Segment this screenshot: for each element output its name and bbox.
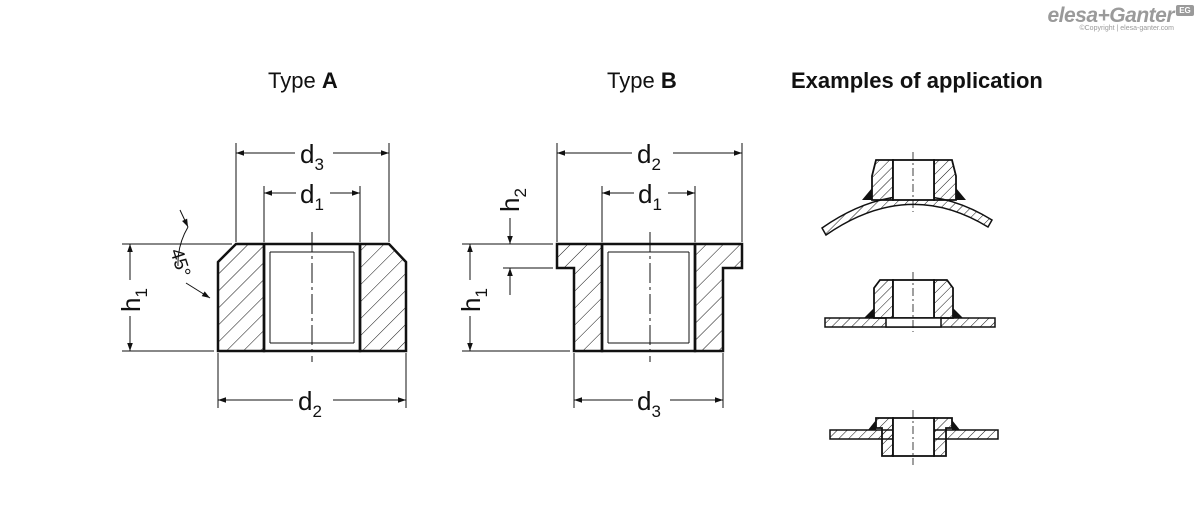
type-b-letter: B [660, 68, 677, 93]
type-b-title: Type B [607, 68, 677, 94]
type-b-d2-label: d2 [637, 139, 661, 174]
type-a-h1-label: h1 [116, 288, 151, 312]
brand-badge: EG [1176, 5, 1194, 16]
type-a-letter: A [321, 68, 338, 93]
type-b-drawing: d2 d1 d3 h2 h1 [456, 139, 744, 421]
brand-copyright: ©Copyright | elesa-ganter.com [1079, 25, 1174, 32]
application-example-curved [821, 152, 994, 237]
type-a-d3-label: d3 [300, 139, 324, 174]
type-b-h2-label: h2 [495, 188, 530, 212]
application-example-flat-a [824, 272, 996, 332]
type-b-h1-label: h1 [456, 288, 491, 312]
brand-logo: elesa+Ganter ©Copyright | elesa-ganter.c… [1047, 4, 1194, 32]
type-a-prefix: Type [268, 68, 316, 93]
type-a-title: Type A [268, 68, 338, 94]
type-a-d1-label: d1 [300, 179, 324, 214]
application-example-flat-b [829, 410, 999, 465]
type-a-d2-label: d2 [298, 386, 322, 421]
brand-name: elesa+Ganter [1047, 4, 1174, 27]
type-b-prefix: Type [607, 68, 655, 93]
type-a-drawing: d3 d1 d2 h1 45° [116, 139, 408, 421]
type-b-d1-label: d1 [638, 179, 662, 214]
applications-title: Examples of application [791, 68, 1043, 93]
type-a-angle-label: 45° [165, 246, 194, 280]
type-b-d3-label: d3 [637, 386, 661, 421]
